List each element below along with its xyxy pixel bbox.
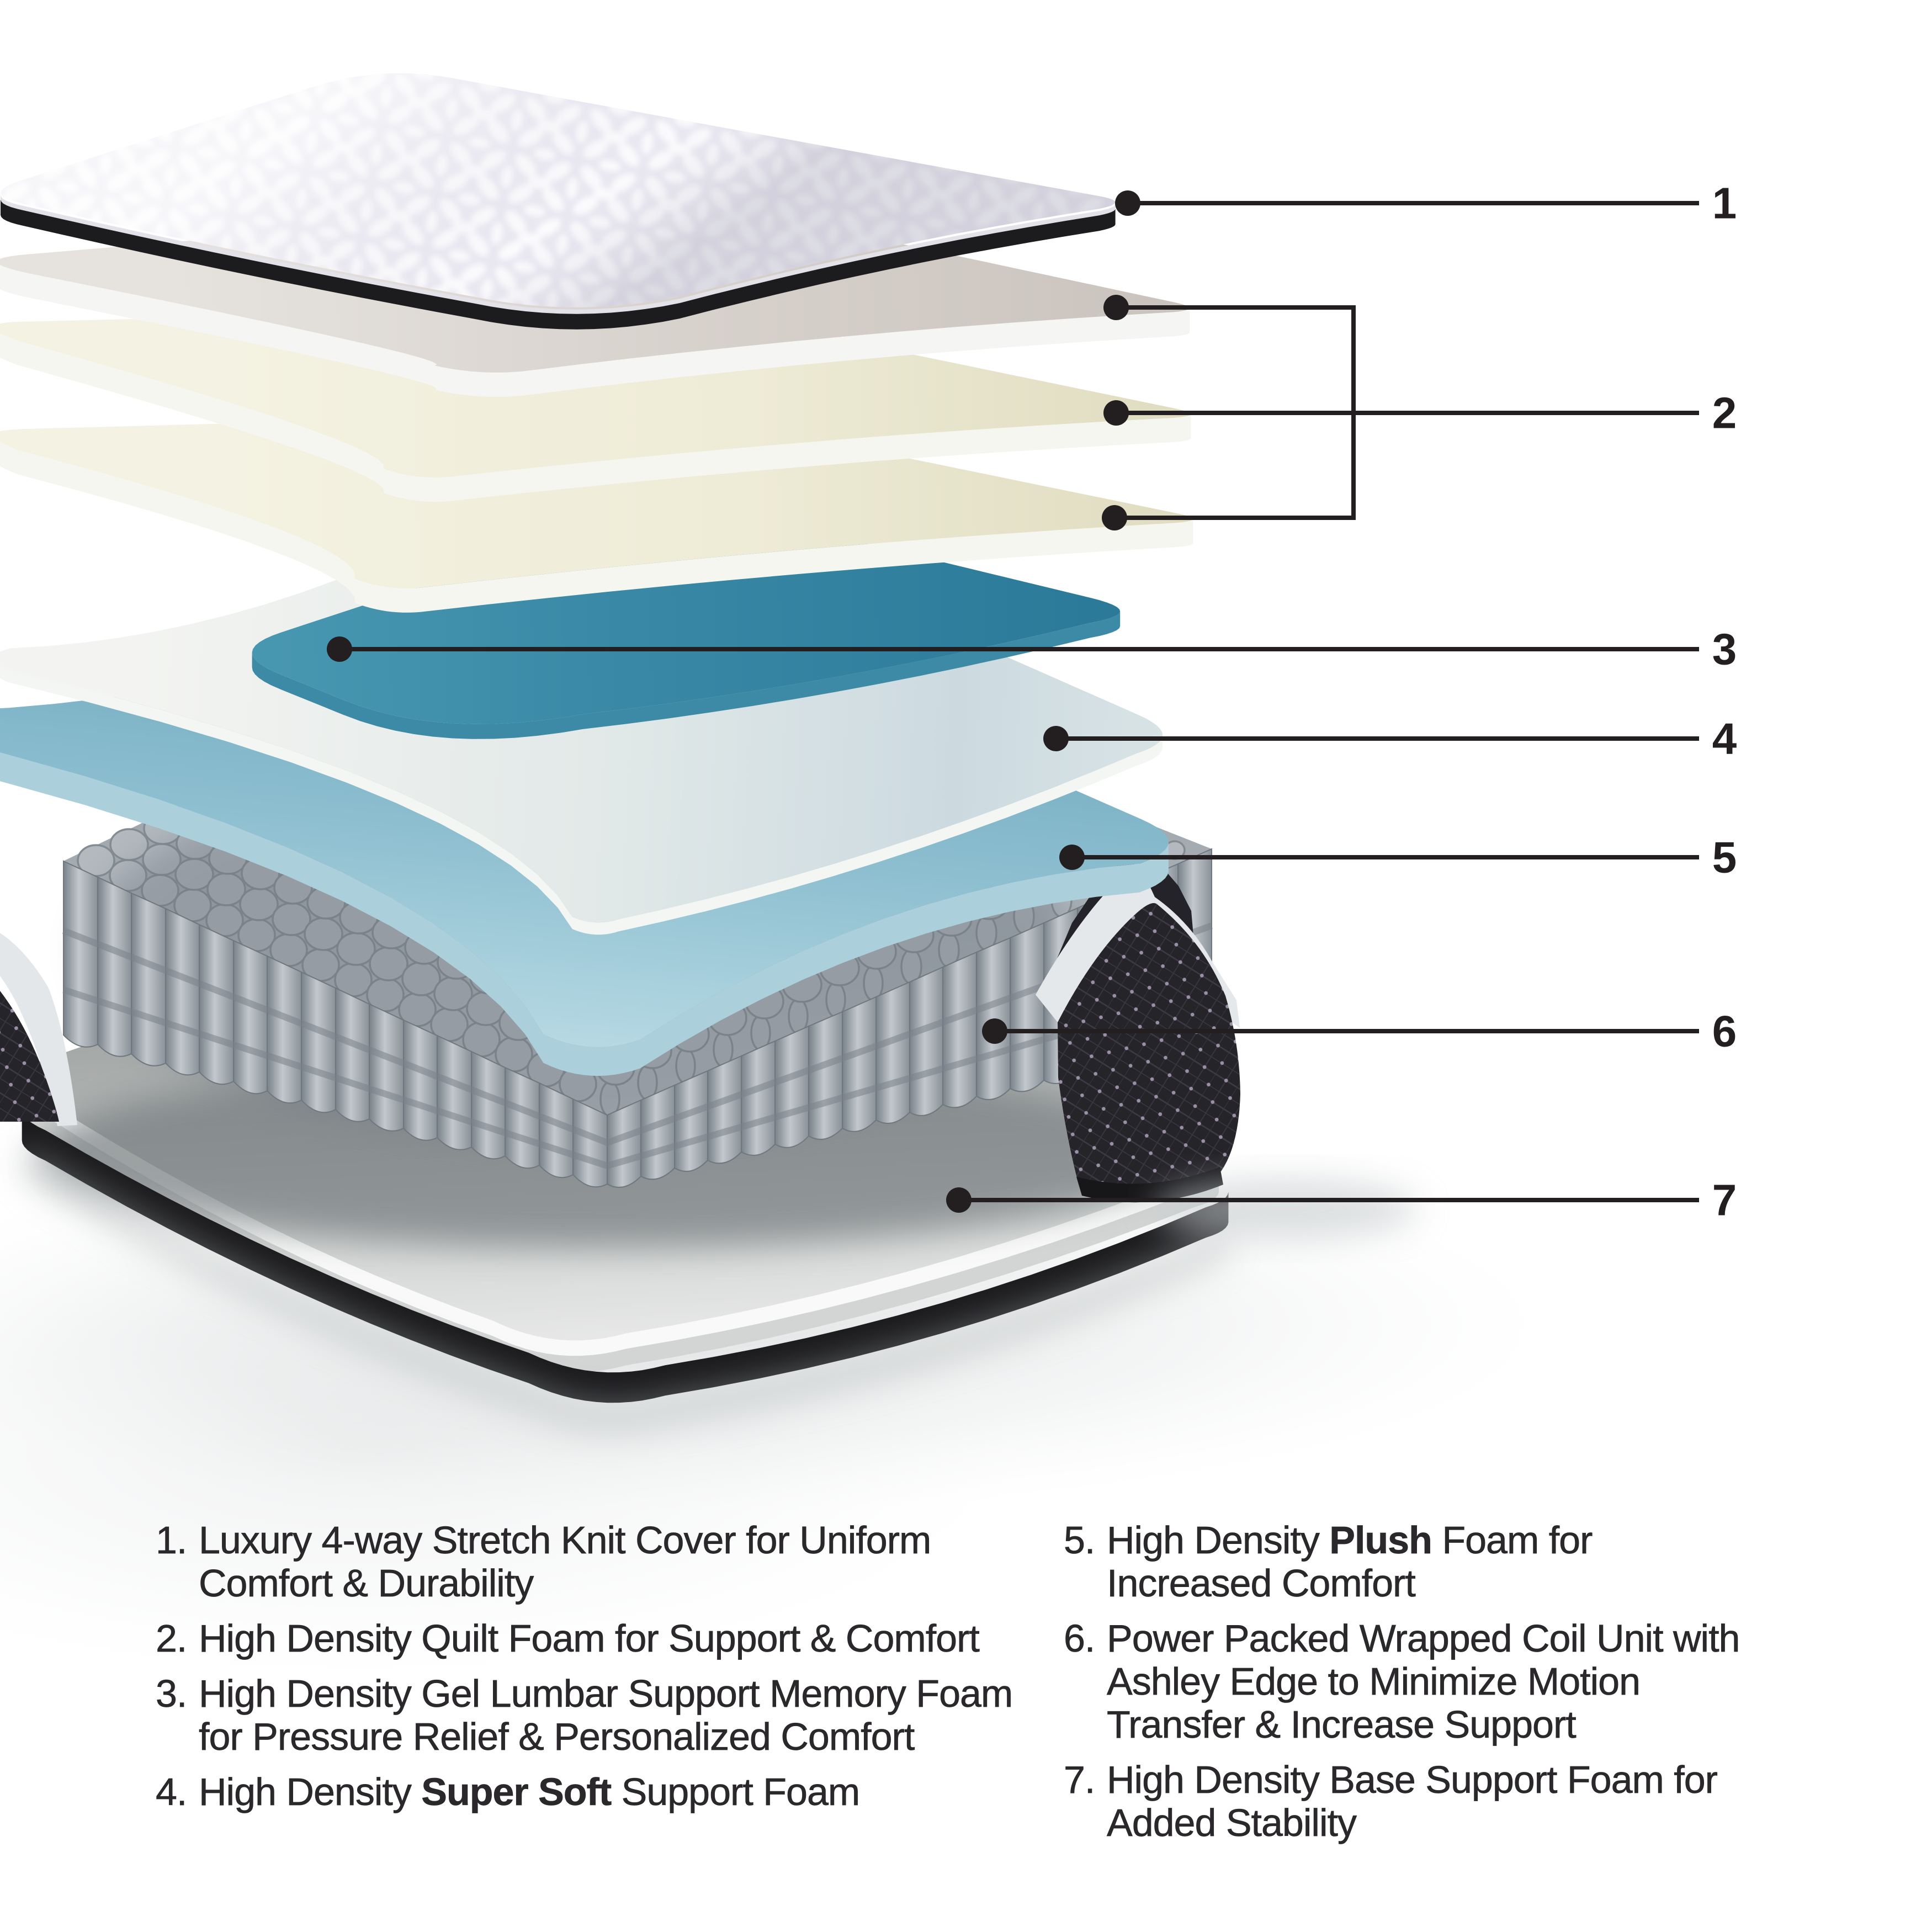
svg-text:7: 7 (1712, 1176, 1737, 1225)
svg-text:3: 3 (1712, 625, 1737, 674)
svg-text:1: 1 (1712, 179, 1737, 228)
svg-text:5: 5 (1712, 833, 1737, 882)
svg-text:2: 2 (1712, 389, 1737, 438)
svg-text:4: 4 (1712, 714, 1737, 763)
svg-text:6: 6 (1712, 1007, 1737, 1056)
